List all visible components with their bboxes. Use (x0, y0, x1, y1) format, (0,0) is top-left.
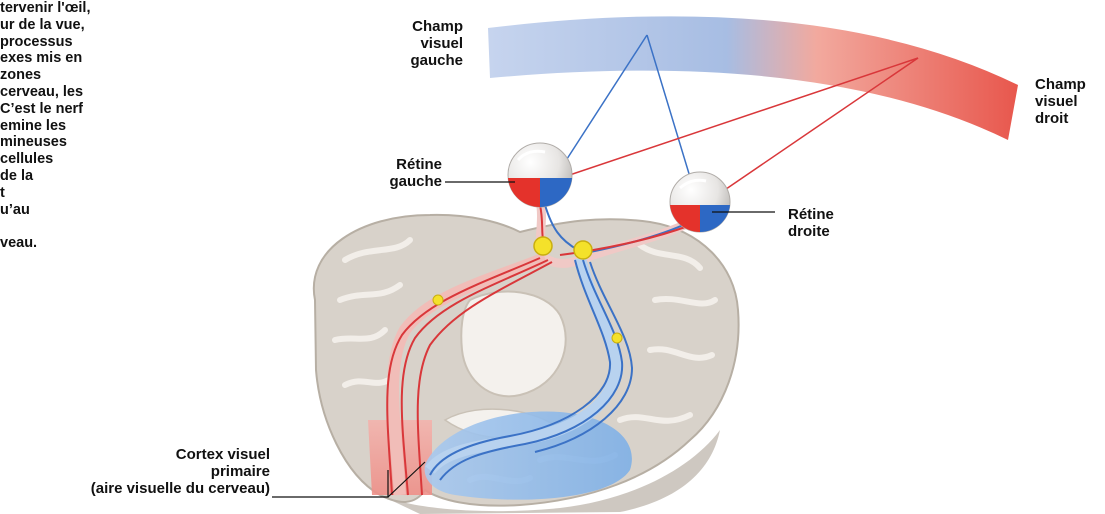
champ-visuel-droit-label: Champ visuel droit (1035, 76, 1105, 127)
retine-gauche-label: Rétine gauche (350, 156, 442, 190)
cortex-visuel-label: Cortex visuel primaire (aire visuelle du… (40, 446, 270, 497)
label-line: (aire visuelle du cerveau) (40, 480, 270, 497)
label-line: Champ (370, 18, 463, 35)
retine-droite-label: Rétine droite (788, 206, 868, 240)
champ-visuel-gauche-label: Champ visuel gauche (370, 18, 463, 69)
label-line: droit (1035, 110, 1105, 127)
label-line: gauche (370, 52, 463, 69)
left-eye-icon (508, 143, 572, 207)
label-line: Rétine (350, 156, 442, 173)
right-eye-icon (670, 172, 730, 232)
label-line: visuel (1035, 93, 1105, 110)
label-line: primaire (40, 463, 270, 480)
label-line: droite (788, 223, 868, 240)
visual-field-arc (488, 16, 1018, 140)
label-line: Rétine (788, 206, 868, 223)
label-line: Champ (1035, 76, 1105, 93)
label-line: visuel (370, 35, 463, 52)
label-line: gauche (350, 173, 442, 190)
label-line: Cortex visuel (40, 446, 270, 463)
